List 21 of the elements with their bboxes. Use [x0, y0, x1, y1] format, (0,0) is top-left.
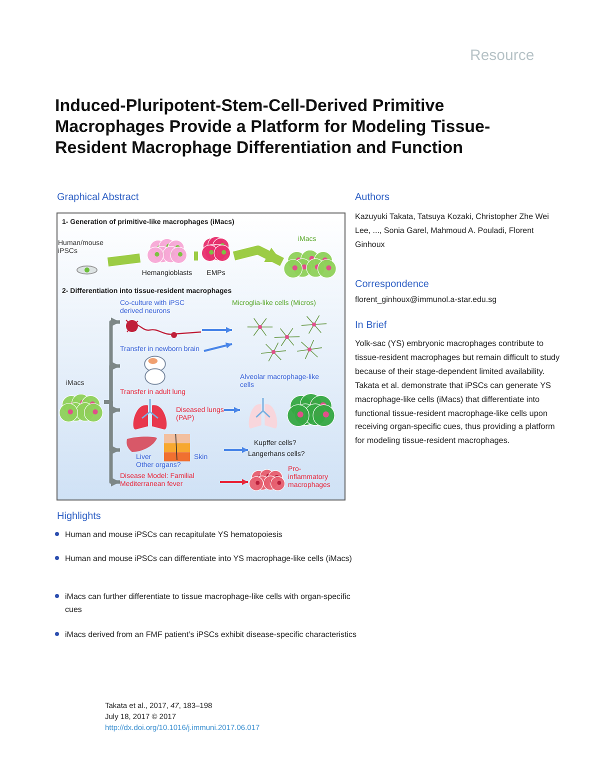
author-list: Kazuyuki Takata, Tatsuya Kozaki, Christopher Zhe Wei Lee, ..., Sonia Garel, Mahmoud A. Pouladi, Florent Ginhoux: [355, 210, 555, 252]
highlight-item: iMacs derived from an FMF patient’s iPSCs exhibit disease-specific characteristics: [55, 628, 365, 641]
highlight-item: Human and mouse iPSCs can differentiate into YS macrophage-like cells (iMacs): [55, 552, 355, 565]
highlight-item: Human and mouse iPSCs can recapitulate YS hematopoiesis: [55, 528, 365, 541]
section-heading: Correspondence: [355, 279, 429, 292]
article-type: Resource: [470, 47, 534, 66]
section-heading: Graphical Abstract: [57, 192, 139, 204]
arrow: [204, 342, 232, 352]
arrow: [224, 407, 240, 413]
highlight-item: iMacs can further differentiate to tissue macrophage-like cells with organ-specific cues: [55, 590, 355, 616]
flow-arrow: [232, 246, 284, 266]
article-title: Induced-Pluripotent-Stem-Cell-Derived Primitive Macrophages Provide a Platform for Modeling Tissue-Resident Macrophage Differentiation and Function: [55, 95, 492, 158]
arrow: [224, 447, 248, 453]
section-heading: Highlights: [57, 511, 101, 524]
email-address: florent_ginhoux@immunol.a-star.edu.sg: [355, 295, 497, 305]
summary-paragraph: Yolk-sac (YS) embryonic macrophages contribute to tissue-resident macrophages but remain difficult to study because of their stage-dependent limited availability. Takata et al. demonstrate that iPSCs can generate YS macrophage-like cells (iMacs) that differentiate into functional tissue-resident macrophage-like cells upon receiving organ-specific cues, thus providing a platform for modeling tissue-resident macrophages.: [355, 338, 560, 448]
arrow: [104, 400, 120, 486]
arrow: [220, 479, 248, 485]
arrow: [202, 327, 232, 333]
section-heading: In Brief: [355, 320, 387, 332]
section-heading: Authors: [355, 192, 390, 204]
